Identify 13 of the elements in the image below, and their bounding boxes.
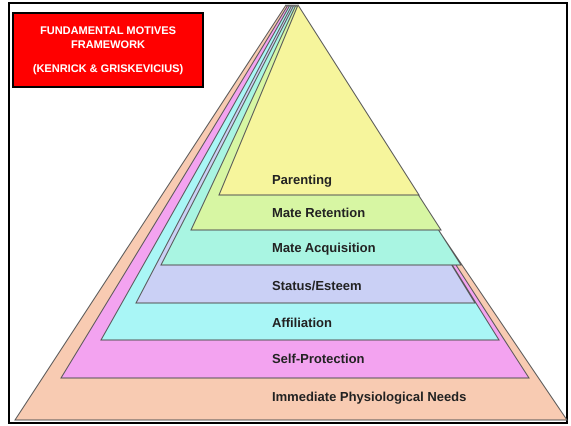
layer-label: Mate Retention <box>272 204 366 222</box>
layer-label: Affiliation <box>272 314 332 332</box>
title-text: (KENRICK & GRISKEVICIUS) <box>32 62 184 76</box>
title-box <box>12 12 204 88</box>
layer-label: Mate Acquisition <box>272 239 376 257</box>
layer-label: Immediate Physiological Needs <box>272 388 466 406</box>
pyramid-layer <box>218 4 420 196</box>
layer-label: Self-Protection <box>272 350 364 368</box>
pyramid-layer <box>14 4 568 421</box>
title-text: FUNDAMENTAL MOTIVES FRAMEWORK <box>39 24 177 52</box>
layer-label: Parenting <box>272 171 332 189</box>
pyramid-layer <box>190 4 442 231</box>
layer-label: Status/Esteem <box>272 277 362 295</box>
